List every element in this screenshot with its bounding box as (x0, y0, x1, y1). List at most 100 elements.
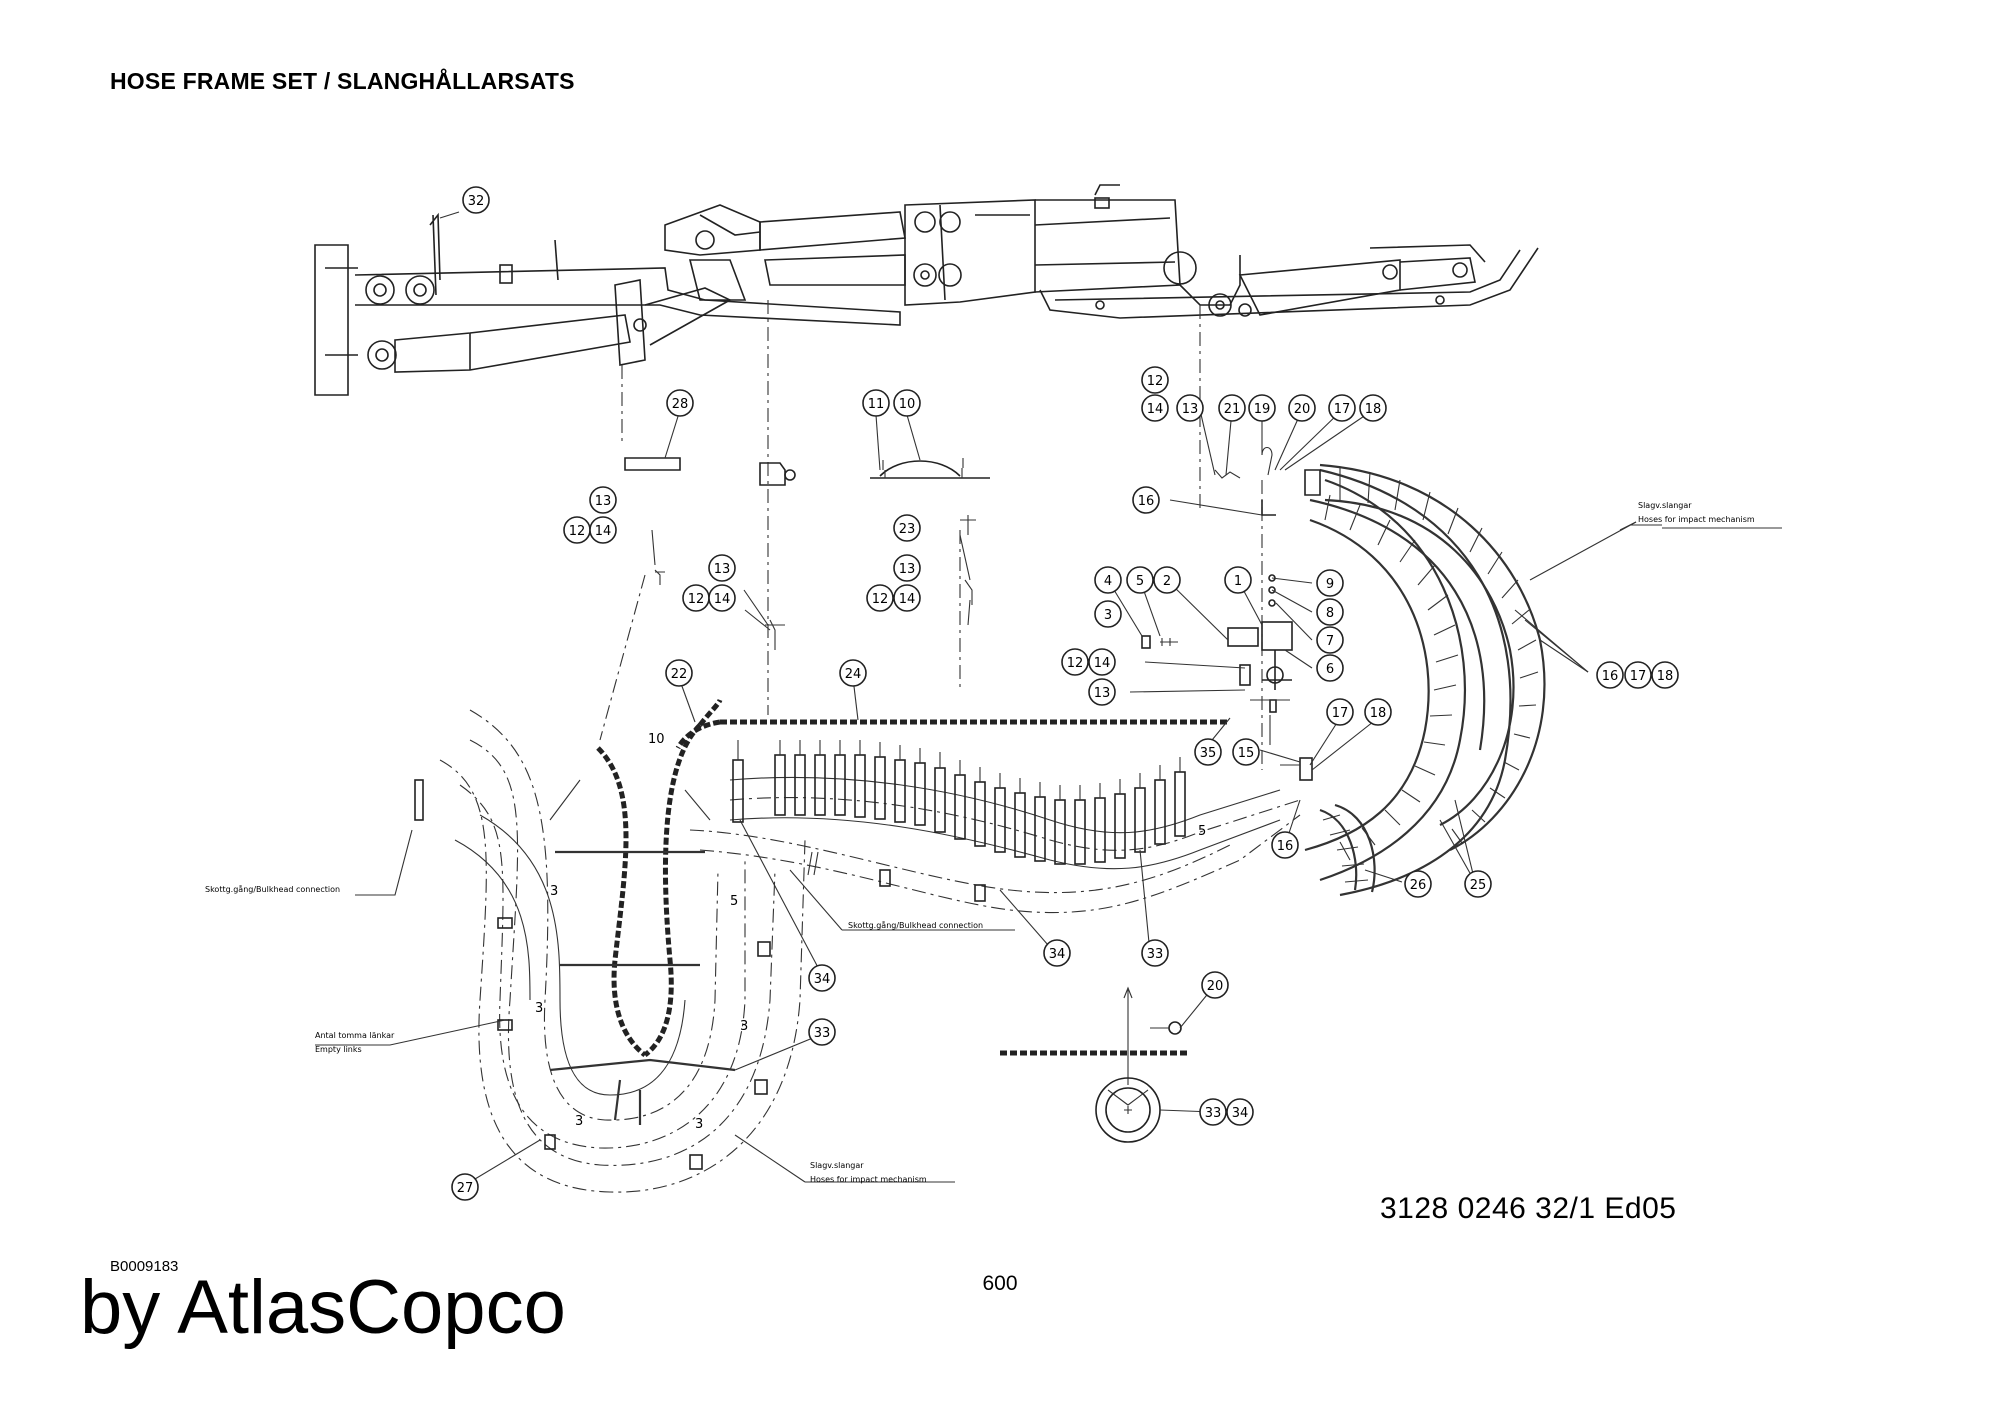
hose-cylinder-row (732, 740, 1186, 865)
callout-12: 12 (563, 516, 591, 544)
svg-text:23: 23 (899, 522, 916, 537)
svg-text:1: 1 (1234, 574, 1242, 589)
svg-text:19: 19 (1254, 402, 1271, 417)
callout-32: 32 (462, 186, 490, 214)
callout-4: 4 (1094, 566, 1122, 594)
svg-text:17: 17 (1332, 706, 1349, 721)
note-impact-hoses-bottom-en: Hoses for impact mechanism (810, 1175, 927, 1184)
svg-text:13: 13 (1182, 402, 1199, 417)
svg-text:13: 13 (714, 562, 731, 577)
page-number: 600 (982, 1272, 1018, 1295)
svg-text:3: 3 (535, 1001, 543, 1016)
svg-text:13: 13 (899, 562, 916, 577)
svg-text:3: 3 (575, 1114, 583, 1129)
svg-text:3: 3 (1104, 608, 1112, 623)
svg-text:14: 14 (595, 524, 612, 539)
svg-text:34: 34 (814, 972, 831, 987)
svg-text:35: 35 (1200, 746, 1217, 761)
svg-text:12: 12 (688, 592, 705, 607)
callouts: 32 28 11 10 12 14 13 21 19 20 17 18 16 1… (451, 186, 1679, 1201)
leader-lines (315, 211, 1782, 1186)
note-empty-links-sv: Antal tomma länkar (315, 1031, 395, 1040)
svg-text:4: 4 (1104, 574, 1112, 589)
svg-text:15: 15 (1238, 746, 1255, 761)
callout-12: 12 (682, 584, 710, 612)
callout-17: 17 (1326, 698, 1354, 726)
svg-text:17: 17 (1630, 669, 1647, 684)
note-bulkhead-mid: Skottg.gång/Bulkhead connection (848, 920, 983, 930)
callout-33: 33 (1199, 1098, 1227, 1126)
svg-text:20: 20 (1294, 402, 1311, 417)
callout-13: 13 (708, 554, 736, 582)
callout-24: 24 (839, 659, 867, 687)
svg-text:16: 16 (1277, 839, 1294, 854)
callout-16: 16 (1271, 831, 1299, 859)
callout-13: 13 (893, 554, 921, 582)
callout-18: 18 (1359, 394, 1387, 422)
note-impact-hoses-top: Slagv.slangar (1638, 501, 1692, 510)
drawing-number: 3128 0246 32/1 Ed05 (1380, 1192, 1677, 1225)
callout-12: 12 (1141, 366, 1169, 394)
callout-28: 28 (666, 389, 694, 417)
callout-12: 12 (1061, 648, 1089, 676)
callout-6: 6 (1316, 654, 1344, 682)
svg-text:33: 33 (814, 1026, 831, 1041)
callout-17: 17 (1624, 661, 1652, 689)
svg-text:8: 8 (1326, 606, 1334, 621)
callout-33: 33 (808, 1018, 836, 1046)
svg-text:10: 10 (648, 732, 665, 747)
image-id: B0009183 (110, 1258, 179, 1275)
callout-16: 16 (1132, 486, 1160, 514)
callout-8: 8 (1316, 598, 1344, 626)
svg-text:25: 25 (1470, 878, 1487, 893)
svg-text:3: 3 (740, 1019, 748, 1034)
svg-text:22: 22 (671, 667, 688, 682)
svg-text:24: 24 (845, 667, 862, 682)
svg-text:34: 34 (1232, 1106, 1249, 1121)
callout-14: 14 (708, 584, 736, 612)
svg-text:13: 13 (595, 494, 612, 509)
callout-22: 22 (665, 659, 693, 687)
callout-18: 18 (1364, 698, 1392, 726)
callout-16: 16 (1596, 661, 1624, 689)
drawing-notes: Slagv.slangar Hoses for impact mechanism… (205, 501, 1755, 1184)
svg-text:14: 14 (714, 592, 731, 607)
callout-21: 21 (1218, 394, 1246, 422)
callout-13: 13 (1176, 394, 1204, 422)
svg-text:16: 16 (1138, 494, 1155, 509)
svg-text:28: 28 (672, 397, 689, 412)
callout-7: 7 (1316, 626, 1344, 654)
svg-text:2: 2 (1163, 574, 1171, 589)
svg-text:21: 21 (1224, 402, 1241, 417)
svg-text:12: 12 (569, 524, 586, 539)
callout-9: 9 (1316, 569, 1344, 597)
boom-assembly (314, 184, 1539, 396)
callout-12: 12 (866, 584, 894, 612)
callout-19: 19 (1248, 394, 1276, 422)
callout-34: 34 (1226, 1098, 1254, 1126)
callout-26: 26 (1404, 870, 1432, 898)
callout-3: 3 (1094, 600, 1122, 628)
callout-15: 15 (1232, 738, 1260, 766)
hose-carrier-system (414, 214, 1546, 1193)
svg-text:18: 18 (1365, 402, 1382, 417)
svg-text:6: 6 (1326, 662, 1334, 677)
callout-34: 34 (808, 964, 836, 992)
svg-text:12: 12 (1067, 656, 1084, 671)
note-bulkhead-left: Skottg.gång/Bulkhead connection (205, 884, 340, 894)
svg-text:7: 7 (1326, 634, 1334, 649)
callout-20: 20 (1288, 394, 1316, 422)
callout-10: 10 (893, 389, 921, 417)
svg-text:5: 5 (1198, 824, 1206, 839)
svg-text:17: 17 (1334, 402, 1351, 417)
svg-text:27: 27 (457, 1181, 474, 1196)
svg-text:9: 9 (1326, 577, 1334, 592)
callout-5: 5 (1126, 566, 1154, 594)
svg-text:12: 12 (872, 592, 889, 607)
callout-17: 17 (1328, 394, 1356, 422)
svg-text:14: 14 (1094, 656, 1111, 671)
svg-text:26: 26 (1410, 878, 1427, 893)
svg-text:32: 32 (468, 194, 485, 209)
note-empty-links-en: Empty links (315, 1045, 362, 1054)
